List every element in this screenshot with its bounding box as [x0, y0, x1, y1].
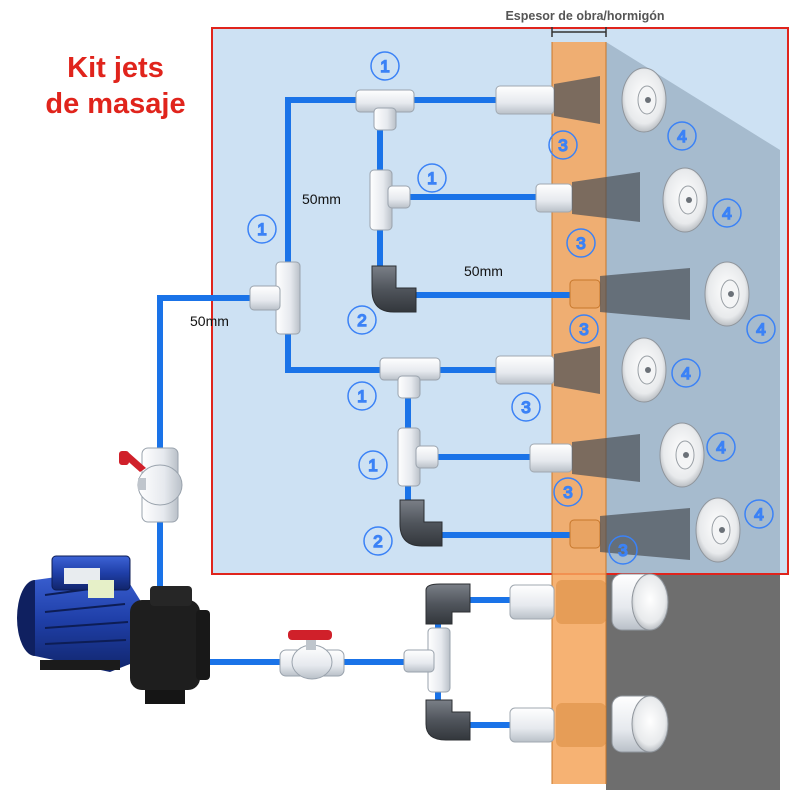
- wall-sleeve: [569, 268, 690, 320]
- massage-jet: [704, 261, 750, 327]
- wall-sleeve: [495, 346, 600, 394]
- elbow-fitting: [425, 583, 471, 625]
- callouts: 1 1 1 1 1 2 2 3 3 3 3 3 3 4 4 4 4 4 4: [247, 51, 776, 565]
- pipe-size-label: 50mm: [302, 191, 341, 207]
- wall-sleeve: [509, 580, 606, 624]
- tee-fitting: [249, 261, 301, 335]
- massage-jet: [611, 573, 669, 631]
- massage-jet: [621, 67, 667, 133]
- wall-section: [552, 42, 606, 784]
- svg-text:3: 3: [579, 320, 588, 339]
- pipe-size-label: 50mm: [190, 313, 229, 329]
- svg-text:4: 4: [681, 364, 690, 383]
- wall_sleeve-callout: 3: [511, 392, 541, 422]
- svg-text:4: 4: [756, 320, 765, 339]
- wall-sleeve: [509, 703, 606, 747]
- svg-text:1: 1: [257, 220, 266, 239]
- wall-sleeve: [495, 76, 600, 124]
- title-line-2: de masaje: [45, 88, 186, 120]
- title-line-1: Kit jets: [67, 52, 164, 84]
- svg-text:3: 3: [618, 541, 627, 560]
- massage-jet: [695, 497, 741, 563]
- jet-callout: 4: [671, 358, 701, 388]
- tee-callout: 1: [370, 51, 400, 81]
- tee-fitting: [355, 89, 415, 131]
- jet-callout: 4: [712, 198, 742, 228]
- svg-text:2: 2: [373, 532, 382, 551]
- jet-callout: 4: [667, 121, 697, 151]
- jet-callout: 4: [744, 499, 774, 529]
- elbow-callout: 2: [347, 305, 377, 335]
- wall_sleeve-callout: 3: [608, 535, 638, 565]
- tee-callout: 1: [347, 381, 377, 411]
- svg-text:3: 3: [558, 136, 567, 155]
- ball-valve: [279, 630, 345, 680]
- wall-sleeve: [569, 508, 690, 560]
- tee-callout: 1: [247, 214, 277, 244]
- svg-text:4: 4: [722, 204, 731, 223]
- svg-text:3: 3: [576, 234, 585, 253]
- svg-text:3: 3: [563, 483, 572, 502]
- wall_sleeve-callout: 3: [566, 228, 596, 258]
- svg-text:4: 4: [716, 438, 725, 457]
- elbow-fitting: [399, 499, 443, 547]
- svg-text:1: 1: [380, 57, 389, 76]
- jet-callout: 4: [746, 314, 776, 344]
- wall-sleeve: [529, 434, 640, 482]
- massage-jet: [621, 337, 667, 403]
- wall-sleeve: [535, 172, 640, 222]
- tee-fitting: [397, 427, 439, 487]
- ball-valve: [119, 447, 183, 523]
- wall_sleeve-callout: 3: [553, 477, 583, 507]
- tee-fitting: [369, 169, 411, 231]
- svg-text:3: 3: [521, 398, 530, 417]
- wall_sleeve-callout: 3: [569, 314, 599, 344]
- wall-thickness-label: Espesor de obra/hormigón: [505, 9, 665, 23]
- svg-text:4: 4: [677, 127, 686, 146]
- elbow-callout: 2: [363, 526, 393, 556]
- tee-fitting: [403, 627, 451, 693]
- elbow-fitting: [371, 265, 417, 313]
- massage-jet: [662, 167, 708, 233]
- svg-text:1: 1: [357, 387, 366, 406]
- massage-jet: [659, 422, 705, 488]
- svg-text:4: 4: [754, 505, 763, 524]
- tee-callout: 1: [417, 163, 447, 193]
- pump: [17, 555, 210, 704]
- svg-text:1: 1: [368, 456, 377, 475]
- tee-callout: 1: [358, 450, 388, 480]
- massage-jet: [611, 695, 669, 753]
- wall_sleeve-callout: 3: [548, 130, 578, 160]
- svg-text:1: 1: [427, 169, 436, 188]
- elbow-fitting: [425, 699, 471, 741]
- wall-thickness-dimension: [551, 27, 607, 37]
- jet-callout: 4: [706, 432, 736, 462]
- svg-text:2: 2: [357, 311, 366, 330]
- pipe-size-label: 50mm: [464, 263, 503, 279]
- tee-fitting: [379, 357, 441, 399]
